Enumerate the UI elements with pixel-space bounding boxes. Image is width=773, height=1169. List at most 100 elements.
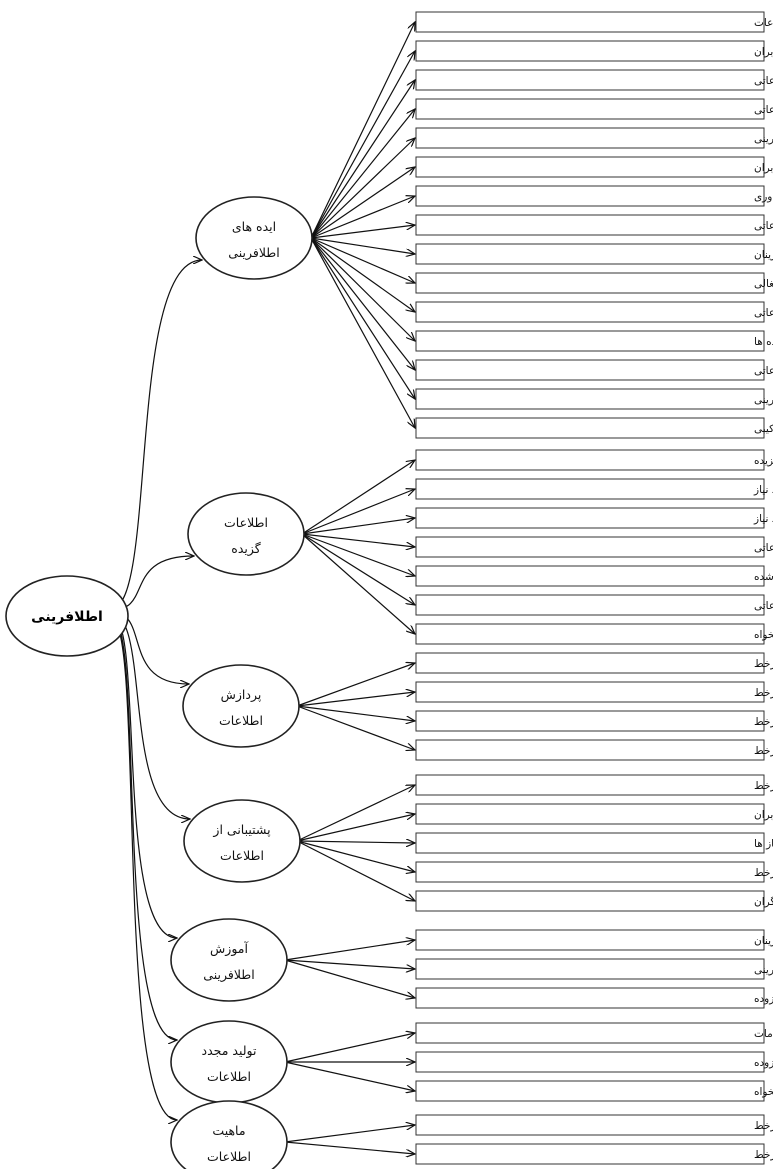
question-label: سوال۱۸. ذخیره اطلاعات با شیوه های پردازش… [754, 716, 773, 728]
question-box [415, 623, 765, 645]
category-to-item-arrow [310, 51, 415, 239]
connector-layer [111, 22, 415, 1154]
category-node-oval [170, 1100, 288, 1169]
category-to-item-arrow [301, 533, 415, 634]
question-label: سوال۱۹. بازیابی اطلاعات با شیوه های پردا… [754, 745, 773, 757]
question-label: سوال ۱. اطلاعات مالی و اعتباری حاصل از خ… [754, 1149, 773, 1161]
question-label: سوال۲۴. ترکیب ایده ها و منابع اطلاعاتی [754, 365, 773, 377]
question-label: سوال۳۳. آموزش روش های اطلافرینی [754, 393, 773, 406]
category-node-label: پردازش [221, 687, 262, 703]
question-box [415, 214, 765, 236]
category-to-item-arrow [301, 489, 415, 535]
question-label: سوال۳۹. اصلاح ساختار اطلاعات و ارائه مجد… [754, 993, 773, 1005]
category-node-label: گزیده [231, 541, 260, 557]
category-node-label: ماهیت [212, 1123, 245, 1138]
question-box [415, 832, 765, 854]
question-box [415, 243, 765, 265]
question-box [415, 301, 765, 323]
category-node-label: اطلاعات [207, 1149, 251, 1164]
question-label: سوال۳. اطلاعات کتابشناختی حاصل از خدمات … [754, 780, 773, 792]
question-box [415, 958, 765, 980]
category-to-item-arrow [310, 237, 415, 254]
question-label: سوال۳۰. ترکیب ایده ها و تولید مجدد کالای… [754, 75, 773, 87]
category-to-item-arrow [301, 533, 415, 576]
question-box [415, 507, 765, 529]
category-to-item-arrow [310, 237, 415, 428]
question-box [415, 1143, 765, 1165]
question-box [415, 98, 765, 120]
category-to-item-arrow [296, 705, 415, 721]
question-label: سوال۳۷. نقش نهادهای آموزشی در ارتقا و پش… [754, 963, 773, 976]
question-label: سوال۸. تهیه دقیق اطلاعات مورد نیاز [753, 484, 773, 496]
question-label: سوال ۲۸. اصلاح ساختار اطلاعات و ارائه مج… [754, 1057, 773, 1069]
question-label: سوال۳۱. کشف روابط از ترکیب طرح های اطلاع… [754, 104, 773, 116]
question-box [415, 565, 765, 587]
question-label: سوال۵. داده های پشتیبان پژوهش برای پژوهش… [754, 895, 773, 908]
question-box [415, 40, 765, 62]
category-node-oval [182, 664, 300, 748]
question-box [415, 156, 765, 178]
question-label: سوال۲۵. آزمودن ایده های اطلافرینان و ایج… [754, 335, 773, 348]
question-box [415, 681, 765, 703]
question-box [415, 272, 765, 294]
category-node-label: اطلاعات [207, 1069, 251, 1084]
category-to-item-arrow [296, 840, 415, 901]
question-box [415, 774, 765, 796]
question-label: سوال۱۵. سرعت بخشیدن به جریان اطلاعات توس… [754, 249, 773, 261]
question-label: سوال۶. تهیه اطلاعات همساز با نیاز کاربرا… [754, 809, 773, 821]
root-to-category-arrow [111, 615, 177, 938]
category-node-label: آموزش [210, 941, 248, 957]
category-node-oval [187, 492, 305, 576]
category-node-oval [195, 196, 313, 280]
category-node-oval [170, 918, 288, 1002]
root-to-category-arrow [111, 260, 202, 609]
category-to-item-arrow [284, 959, 415, 969]
category-to-item-arrow [301, 460, 415, 535]
category-node-oval [170, 1020, 288, 1104]
question-label: سوال۱۰. حل کمبودهای اطلاعاتی [754, 600, 773, 612]
question-label: سوال۲۱. سازماندهی اطلاعات به شکل کالاها … [754, 1028, 773, 1040]
question-label: سوال۳۵. توسعه مهارت های خلاق کاربران [754, 162, 773, 174]
category-to-item-arrow [310, 237, 415, 283]
question-box [415, 359, 765, 381]
category-to-item-arrow [310, 225, 415, 239]
category-node-label: اطلاعات [219, 713, 263, 728]
category-to-item-arrow [301, 533, 415, 605]
question-label: سوال ۳۴. آموزش و ترویج اطلاعفرینی درجهت … [754, 277, 773, 290]
category-to-item-arrow [310, 196, 415, 239]
question-box [415, 803, 765, 825]
category-to-item-arrow [310, 237, 415, 399]
question-box [415, 185, 765, 207]
question-label: سوال۱۷. گرد آوری اطلاعات با شیوه های پرد… [754, 657, 773, 670]
question-box [415, 330, 765, 352]
category-to-item-arrow [310, 138, 415, 239]
question-label: سوال۲۷. تولید مجدد اطلاعات سازگار با ساخ… [754, 1085, 773, 1098]
category-to-item-arrow [301, 533, 415, 547]
question-box [415, 890, 765, 912]
root-node-oval [5, 575, 129, 657]
question-label: سوال۱۱. نحوه گردآوری اطلاعات مورد نیاز [753, 512, 773, 525]
category-to-item-arrow [310, 237, 415, 312]
root-to-category-arrow [111, 613, 190, 819]
root-node-label: اطلافرینی [31, 609, 103, 625]
question-label: سوال۹. سازگار کردن اطلاعات با ساختار دلخ… [754, 628, 773, 641]
question-box [415, 1114, 765, 1136]
question-label: سوال ۱۴. دسترسی سریع به اطلاعات از طریق … [754, 191, 773, 203]
question-label: سوال ۱۲. آشنایی با فناوری های نوین اطلاع… [754, 541, 773, 554]
question-box [415, 652, 765, 674]
question-label: سوال۲۰. انتقال اطلاعات با شیوه های پرداز… [754, 687, 773, 699]
question-box [415, 388, 765, 410]
question-label: سوال۷. بازسازی اطلاعات برگزیده [754, 454, 773, 467]
question-label: سوال۳۶. تبدیل کاربران به اطلافرین و ایجا… [754, 132, 773, 145]
question-label: سوال ۲۶. ارائه ایده های اطلافرینان به کا… [754, 46, 773, 58]
question-box [415, 417, 765, 439]
question-box [415, 478, 765, 500]
question-label: سوال۴. اطلاعات متنی حاصل از خدمات برخط [754, 867, 773, 879]
category-to-item-arrow [284, 1033, 415, 1063]
category-node-label: اطلاعات [220, 848, 264, 863]
category-to-item-arrow [310, 109, 415, 239]
category-to-item-arrow [284, 940, 415, 961]
category-node-label: ایده های [232, 219, 276, 234]
